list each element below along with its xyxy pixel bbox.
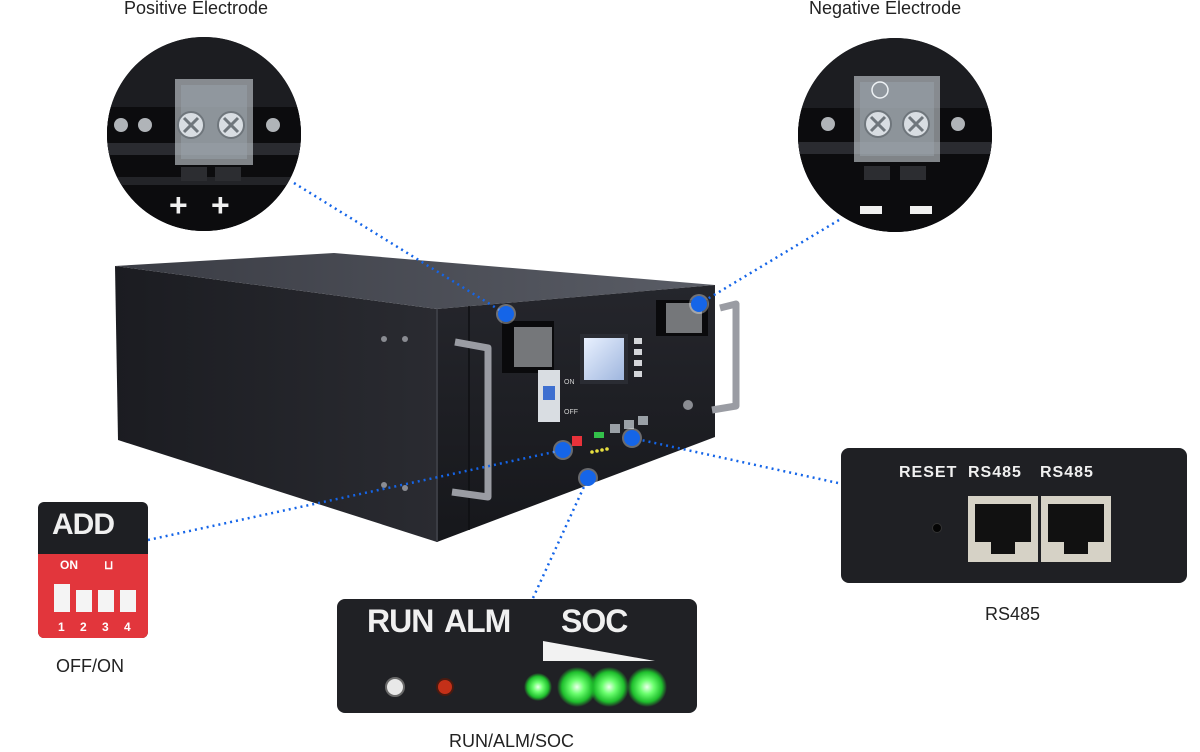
rs485-port-1[interactable]: [968, 496, 1038, 562]
positive-mark-1: +: [169, 187, 188, 223]
reset-label: RESET: [899, 464, 958, 481]
soc-led-3: [589, 667, 629, 707]
reset-button[interactable]: [932, 523, 942, 533]
positive-terminal-marker[interactable]: [498, 306, 514, 322]
alm-led: [436, 678, 454, 696]
dip-toggle-4[interactable]: [120, 590, 136, 612]
dip-toggle-3[interactable]: [98, 590, 114, 612]
positive-electrode-caption: Positive Electrode: [124, 0, 269, 18]
dip-pos-2: 2: [80, 620, 87, 634]
negative-electrode-caption: Negative Electrode: [809, 0, 962, 18]
dip-switch-panel: ADD ON ⊔ 1 2 3 4: [38, 502, 148, 638]
negative-terminal-illustration: [798, 38, 992, 232]
indicators-panel: RUN ALM SOC: [337, 599, 697, 713]
soc-led-1: [524, 673, 552, 701]
dip-switch-body: ON ⊔ 1 2 3 4: [38, 554, 148, 638]
negative-terminal-marker[interactable]: [691, 296, 707, 312]
dip-toggle-2[interactable]: [76, 590, 92, 612]
dip-switch-marker[interactable]: [555, 442, 571, 458]
dip-pos-4: 4: [124, 620, 131, 634]
rs485-label-2: RS485: [1040, 464, 1094, 481]
dip-pos-3: 3: [102, 620, 109, 634]
dip-switch-caption: OFF/ON: [56, 656, 124, 676]
comm-ports-caption: RS485: [985, 604, 1041, 624]
dip-toggle-1[interactable]: [54, 584, 70, 612]
soc-label: SOC: [561, 603, 628, 639]
dip-arrow-mark: ⊔: [104, 558, 114, 572]
indicator-leds-marker[interactable]: [580, 470, 596, 486]
breaker-off-label: OFF: [564, 409, 578, 416]
breaker-on-label: ON: [564, 379, 575, 386]
comm-ports-panel: RESET RS485 RS485: [841, 448, 1187, 583]
negative-electrode-zoom: − −: [798, 38, 992, 232]
dip-on-label: ON: [60, 558, 78, 572]
indicator-leds: [385, 641, 667, 707]
alm-label: ALM: [444, 603, 511, 639]
soc-led-4: [627, 667, 667, 707]
dip-pos-1: 1: [58, 620, 65, 634]
positive-electrode-zoom: + +: [107, 37, 301, 231]
soc-led-2: [557, 667, 597, 707]
negative-mark-bar-1: [860, 206, 882, 214]
soc-wedge: [543, 641, 655, 661]
rs485-port-2[interactable]: [1041, 496, 1111, 562]
dip-switch-title: ADD: [52, 508, 115, 541]
negative-mark-bar-2: [910, 206, 932, 214]
indicators-caption: RUN/ALM/SOC: [449, 731, 575, 751]
run-led: [385, 677, 405, 697]
battery-side-face: [115, 266, 437, 542]
battery-top-edge: [115, 253, 715, 309]
run-label: RUN: [367, 603, 434, 639]
comm-ports-marker[interactable]: [624, 430, 640, 446]
positive-terminal-illustration: [107, 37, 301, 231]
positive-mark-2: +: [211, 187, 230, 223]
rs485-label-1: RS485: [968, 464, 1022, 481]
